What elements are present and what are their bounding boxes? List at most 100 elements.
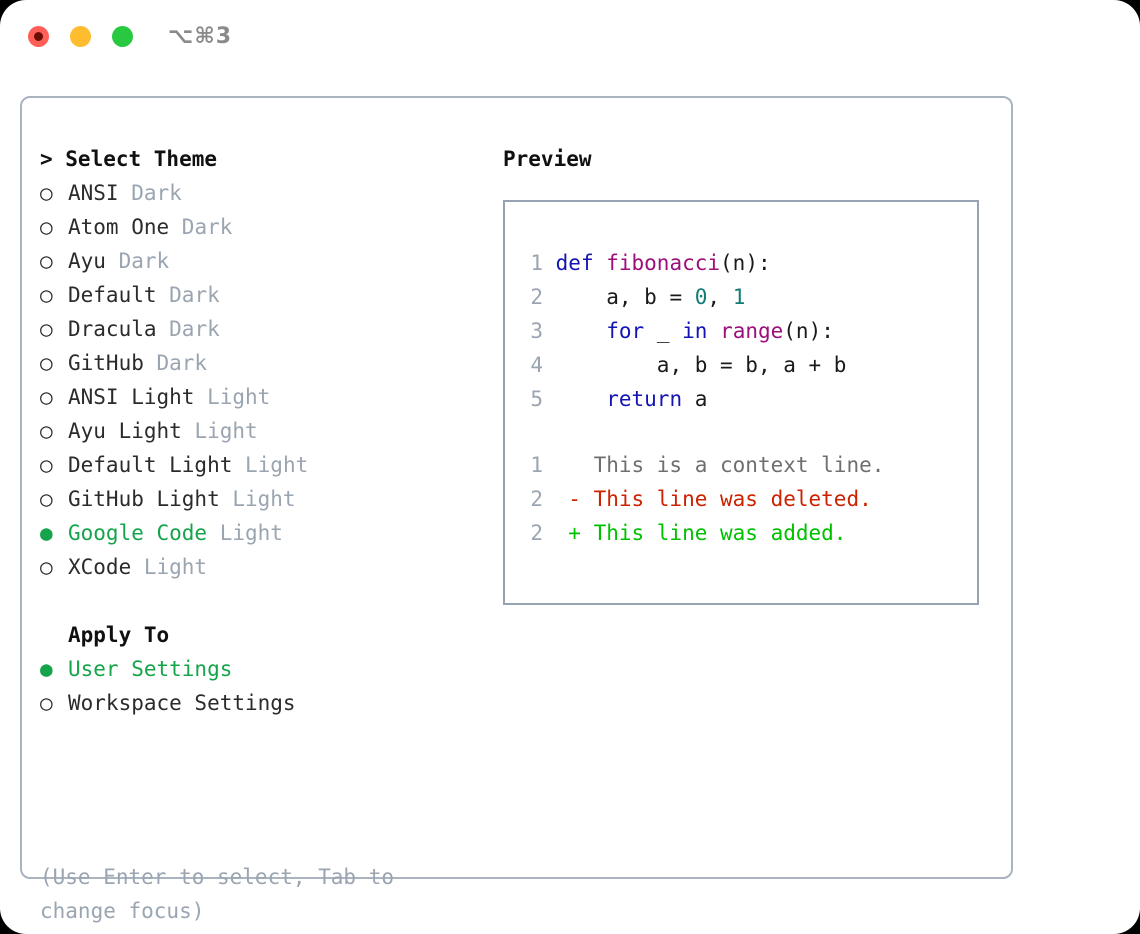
apply-option-1[interactable]: ○ Workspace Settings [40,686,500,720]
theme-option-10[interactable]: ●Google Code Light [40,516,500,550]
code-token-pl: _ [644,319,683,343]
diff-line-number: 1 [530,453,543,477]
main-panel: > Select Theme ○ANSI Dark○Atom One Dark○… [20,96,1013,923]
minimize-button-icon[interactable] [70,26,91,47]
code-line: 3 for _ in range(n): [517,314,846,348]
diff-text: This line was deleted. [593,487,872,511]
radio-unselected-icon: ○ [40,249,53,273]
option-variant-label: Light [194,385,271,409]
code-token-pl [707,319,720,343]
code-line: 5 return a [517,382,846,416]
option-label: ANSI Light [68,385,195,409]
option-label: Ayu [68,249,106,273]
option-variant-label: Light [207,521,283,545]
radio-unselected-icon: ○ [40,317,53,341]
code-gutter-space [543,251,556,275]
option-variant-label: Light [181,419,258,443]
code-token-pl: a, b = b, a + b [555,353,847,377]
code-line-number: 2 [530,285,543,309]
diff-line-number: 2 [530,487,543,511]
option-variant-label: Light [232,453,309,477]
theme-option-0[interactable]: ○ANSI Dark [40,176,500,210]
diff-marker: - [543,487,594,511]
diff-line-context: 1 This is a context line. [517,448,884,482]
code-token-pl: a [682,387,708,411]
code-token-pl [556,319,607,343]
radio-unselected-icon: ○ [40,351,53,375]
code-token-num: 1 [732,285,746,309]
code-token-kw: for [606,319,645,343]
option-variant-label: Light [219,487,296,511]
option-variant-label: Dark [118,181,182,205]
code-gutter-space [543,319,556,343]
radio-unselected-icon: ○ [40,691,53,715]
shortcut-label: ⌥⌘3 [168,24,233,49]
title-bar: ⌥⌘3 [0,0,1140,78]
option-label: Google Code [68,521,208,545]
preview-column: Preview 1 def fibonacci(n):2 a, b = 0, 1… [503,142,993,605]
code-line: 4 a, b = b, a + b [517,348,846,382]
option-variant-label: Light [131,555,208,579]
code-token-pl: (n): [720,251,771,275]
code-token-pl: , [707,285,733,309]
radio-unselected-icon: ○ [40,283,53,307]
option-label: Default Light [68,453,233,477]
theme-option-2[interactable]: ○ Ayu Dark [40,244,500,278]
radio-unselected-icon: ○ [40,555,53,579]
maximize-button-icon[interactable] [112,26,133,47]
option-variant-label: Dark [156,283,220,307]
code-line-number: 1 [530,251,543,275]
theme-option-7[interactable]: ○Ayu Light Light [40,414,500,448]
code-line: 1 def fibonacci(n): [517,246,846,280]
close-button-icon[interactable] [28,26,49,47]
code-line-number: 4 [530,353,543,377]
option-label: User Settings [68,657,233,681]
diff-line-added: 2 + This line was added. [517,516,884,550]
code-line-number: 3 [530,319,543,343]
theme-option-9[interactable]: ○ GitHub Light Light [40,482,500,516]
diff-sample: 1 This is a context line. 2 - This line w… [517,448,884,550]
code-token-kw: return [606,387,683,411]
radio-unselected-icon: ○ [40,453,53,477]
radio-unselected-icon: ○ [40,487,53,511]
preview-title: Preview [503,147,592,171]
code-line-number: 5 [530,387,543,411]
theme-picker-column: > Select Theme ○ANSI Dark○Atom One Dark○… [40,142,500,720]
option-label: Default [68,283,157,307]
option-variant-label: Dark [105,249,170,273]
apply-option-0[interactable]: ● User Settings [40,652,500,686]
option-variant-label: Dark [169,215,233,239]
option-label: GitHub Light [68,487,220,511]
diff-text: This is a context line. [593,453,885,477]
radio-selected-icon: ● [40,657,53,681]
option-label: Atom One [68,215,170,239]
theme-option-4[interactable]: ○ Dracula Dark [40,312,500,346]
radio-unselected-icon: ○ [40,181,53,205]
option-label: Workspace Settings [68,691,296,715]
theme-option-8[interactable]: ○ Default Light Light [40,448,500,482]
theme-option-5[interactable]: ○GitHub Dark [40,346,500,380]
code-token-fn: range [720,319,784,343]
option-variant-label: Dark [156,317,220,341]
traffic-light-group [28,26,133,47]
code-token-kw: in [682,319,708,343]
radio-unselected-icon: ○ [40,419,53,443]
section-spacer [40,584,500,618]
theme-option-11[interactable]: ○XCode Light [40,550,500,584]
code-token-pl: (n): [783,319,834,343]
radio-unselected-icon: ○ [40,215,53,239]
diff-line-number: 2 [530,521,543,545]
code-token-num: 0 [694,285,708,309]
theme-option-6[interactable]: ○ANSI Light Light [40,380,500,414]
theme-option-3[interactable]: ○ Default Dark [40,278,500,312]
option-variant-label: Dark [143,351,208,375]
theme-option-list: ○ANSI Dark○Atom One Dark○Ayu Dark○Defaul… [40,176,500,584]
page-title: > Select Theme [40,147,218,171]
theme-option-1[interactable]: ○ Atom One Dark [40,210,500,244]
code-line: 2 a, b = 0, 1 [517,280,846,314]
code-gutter-space [543,387,556,411]
option-label: Dracula [68,317,157,341]
code-gutter-space [543,285,556,309]
